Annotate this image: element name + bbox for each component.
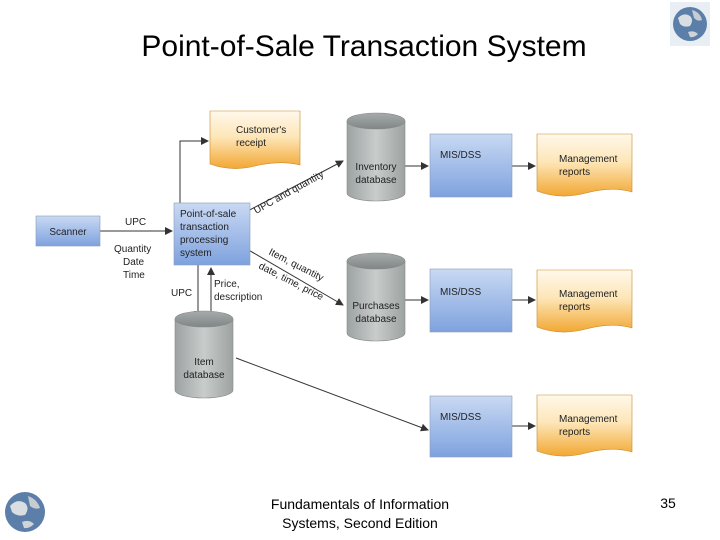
purchases-label-1: Purchases xyxy=(352,301,399,312)
edge-label-upc-down: UPC xyxy=(171,288,192,299)
connectors xyxy=(100,137,536,432)
edge-label-quantity: Quantity xyxy=(114,244,151,255)
inventory-label-1: Inventory xyxy=(355,162,396,173)
inventory-database: Inventory database xyxy=(346,112,406,202)
arrow-pos-to-purchases xyxy=(239,244,344,306)
scanner-label: Scanner xyxy=(49,227,87,238)
management-reports-3: Management reports xyxy=(536,394,633,457)
edge-label-time: Time xyxy=(123,270,145,281)
edge-label-upc-in: UPC xyxy=(125,217,146,228)
pos-label-3: processing xyxy=(180,235,228,246)
receipt-label-2: receipt xyxy=(236,138,266,149)
purchases-label-2: database xyxy=(355,314,397,325)
management-reports-1: Management reports xyxy=(536,133,633,197)
report2-label-2: reports xyxy=(559,302,590,313)
customer-receipt-doc: Customer's receipt xyxy=(209,110,301,169)
pos-label-1: Point-of-sale xyxy=(180,209,237,220)
pos-label-4: system xyxy=(180,248,212,259)
slide-title: Point-of-Sale Transaction System xyxy=(141,30,587,63)
report2-label-1: Management xyxy=(559,289,618,300)
pos-system-box: Point-of-sale transaction processing sys… xyxy=(173,202,251,266)
inventory-label-2: database xyxy=(355,175,397,186)
globe-icon xyxy=(670,2,710,46)
edge-label-upc-quantity: UPC and quantity xyxy=(252,169,326,217)
management-reports-2: Management reports xyxy=(536,269,633,333)
mis-dss-box-3: MIS/DSS xyxy=(429,395,513,458)
mis-dss-box-2: MIS/DSS xyxy=(429,268,513,333)
footer-line-1: Fundamentals of Information xyxy=(270,496,450,512)
itemdb-label-2: database xyxy=(183,370,225,381)
edge-label-price: Price, xyxy=(214,279,240,290)
report1-label-2: reports xyxy=(559,167,590,178)
report3-label-1: Management xyxy=(559,414,618,425)
itemdb-label-1: Item xyxy=(194,357,213,368)
edge-label-date: Date xyxy=(123,257,145,268)
page-number: 35 xyxy=(660,495,676,511)
scanner-box: Scanner xyxy=(35,215,101,247)
arrow-pos-to-inventory xyxy=(239,160,344,216)
report3-label-2: reports xyxy=(559,427,590,438)
pos-label-2: transaction xyxy=(180,222,229,233)
mis3-label: MIS/DSS xyxy=(440,412,481,423)
arrow-itemdb-to-mis3 xyxy=(235,357,429,432)
arrow-pos-to-receipt xyxy=(179,137,209,203)
mis-dss-box-1: MIS/DSS xyxy=(429,133,513,198)
receipt-label-1: Customer's xyxy=(236,125,286,136)
purchases-database: Purchases database xyxy=(346,252,406,342)
edge-label-description: description xyxy=(214,292,262,303)
mis2-label: MIS/DSS xyxy=(440,287,481,298)
globe-icon xyxy=(5,492,45,532)
slide-footer: Fundamentals of Information Systems, Sec… xyxy=(260,495,460,533)
report1-label-1: Management xyxy=(559,154,618,165)
item-database: Item database xyxy=(174,310,234,399)
footer-line-2: Systems, Second Edition xyxy=(282,515,438,531)
mis1-label: MIS/DSS xyxy=(440,150,481,161)
